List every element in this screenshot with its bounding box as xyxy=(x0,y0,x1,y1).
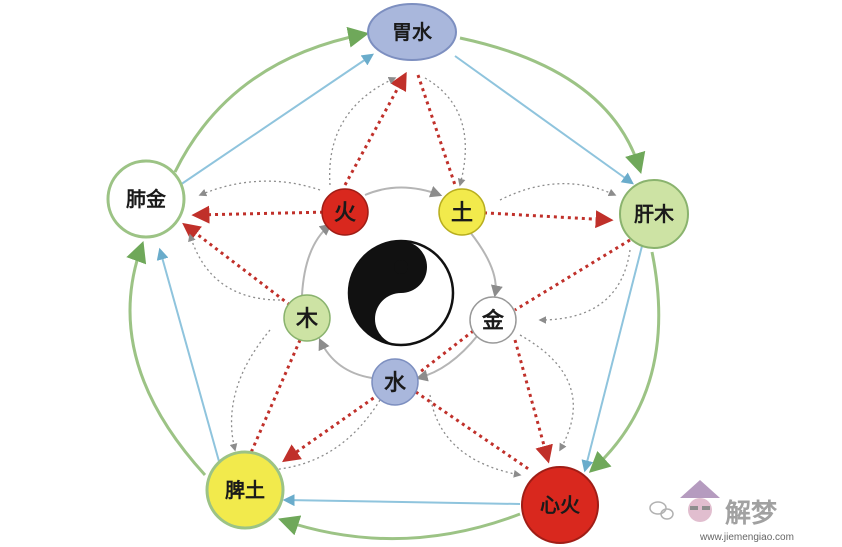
inner-node-tu-label: 土 xyxy=(451,200,473,226)
outer-node-xin: 心火 xyxy=(521,466,599,544)
inner-node-huo-label: 火 xyxy=(334,200,356,226)
inner-node-huo: 火 xyxy=(321,188,369,236)
mascot-icon xyxy=(680,480,720,522)
yin-yang-symbol xyxy=(347,239,455,347)
inner-node-mu-label: 木 xyxy=(295,306,319,332)
outer-node-wei-label: 胃水 xyxy=(392,20,433,44)
inner-cycle xyxy=(301,186,503,382)
outer-cycle-arcs xyxy=(126,26,661,541)
inner-node-tu: 土 xyxy=(438,188,486,236)
outer-node-xin-label: 心火 xyxy=(540,493,581,517)
inner-node-jin: 金 xyxy=(469,296,517,344)
outer-node-gan-label: 肝木 xyxy=(634,202,675,226)
outer-node-pi-label: 脾土 xyxy=(225,478,265,502)
watermark: 解梦 www.jiemengiao.com xyxy=(649,480,794,543)
outer-node-fei-label: 肺金 xyxy=(126,187,167,211)
inner-node-mu: 木 xyxy=(283,294,331,342)
outer-node-pi: 脾土 xyxy=(205,450,285,530)
outer-node-gan: 肝木 xyxy=(619,179,689,249)
watermark-url: www.jiemengiao.com xyxy=(699,532,794,543)
inner-node-shui-label: 水 xyxy=(384,370,407,396)
inner-node-shui: 水 xyxy=(371,358,419,406)
outer-node-fei: 肺金 xyxy=(106,159,186,239)
outer-pentagon-lines xyxy=(156,53,643,507)
watermark-text: 解梦 xyxy=(725,499,778,529)
inner-node-jin-label: 金 xyxy=(481,308,505,334)
outer-node-wei: 胃水 xyxy=(367,3,457,61)
wechat-icon xyxy=(649,501,674,520)
grey-dotted-arcs xyxy=(188,77,631,478)
